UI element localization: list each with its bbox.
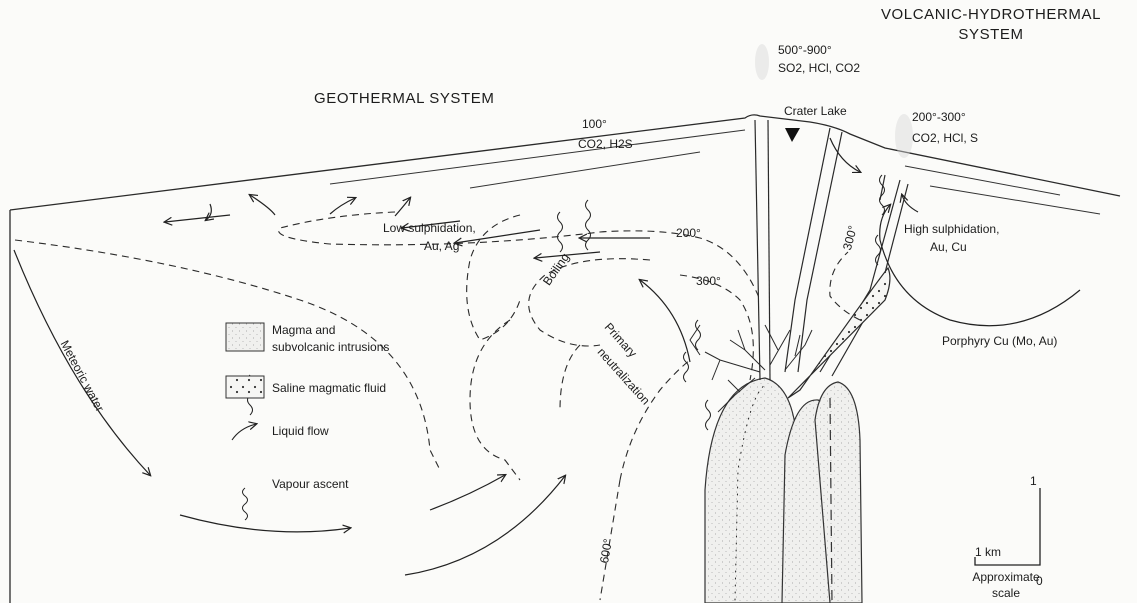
scale-km-label: 1 km	[975, 545, 1001, 559]
legend-saline-label: Saline magmatic fluid	[272, 381, 386, 395]
volcanic-conduits	[755, 120, 908, 398]
porphyry-label: Porphyry Cu (Mo, Au)	[942, 334, 1057, 348]
magma-intrusions	[705, 378, 862, 603]
scale-caption-2: scale	[958, 586, 1054, 600]
right-temp-label: 200°-300°	[912, 110, 966, 124]
isotherm-200-label: 200°	[676, 226, 701, 240]
legend-magma-label-2: subvolcanic intrusions	[272, 340, 389, 354]
isotherm-300-label-left: 300°	[696, 274, 721, 288]
summit-gas-label: SO2, HCl, CO2	[778, 61, 860, 75]
high-sulphidation-label-1: High sulphidation,	[904, 222, 999, 236]
low-sulphidation-label-1: Low sulphidation,	[383, 221, 476, 235]
summit-temp-label: 500°-900°	[778, 43, 832, 57]
volcanic-title-line1: VOLCANIC-HYDROTHERMAL	[876, 8, 1106, 22]
scale-one-label: 1	[1030, 474, 1037, 488]
right-gas-label: CO2, HCl, S	[912, 131, 978, 145]
legend-magma-label-1: Magma and	[272, 323, 335, 337]
crater-lake	[785, 128, 800, 142]
legend-symbols	[226, 323, 264, 520]
left-temp-label: 100°	[582, 117, 607, 131]
saline-legend-swatch	[226, 376, 264, 398]
magma-legend-swatch	[226, 323, 264, 351]
geothermal-title: GEOTHERMAL SYSTEM	[314, 92, 495, 106]
low-sulphidation-label-2: Au, Ag	[424, 239, 459, 253]
legend-liquid-label: Liquid flow	[272, 424, 329, 438]
scale-caption-1: Approximate	[958, 570, 1054, 584]
vapour-ascent-icon	[243, 488, 248, 520]
crater-lake-label: Crater Lake	[784, 104, 847, 118]
legend-vapour-label: Vapour ascent	[272, 477, 349, 491]
liquid-flow-arrow-icon	[232, 424, 256, 440]
high-sulphidation-label-2: Au, Cu	[930, 240, 967, 254]
ground-profile	[10, 115, 1120, 603]
flow-arrows	[14, 138, 1080, 575]
left-gas-label: CO2, H2S	[578, 137, 633, 151]
strata-lines	[330, 130, 1100, 214]
volcanic-title-line2: SYSTEM	[876, 28, 1106, 42]
